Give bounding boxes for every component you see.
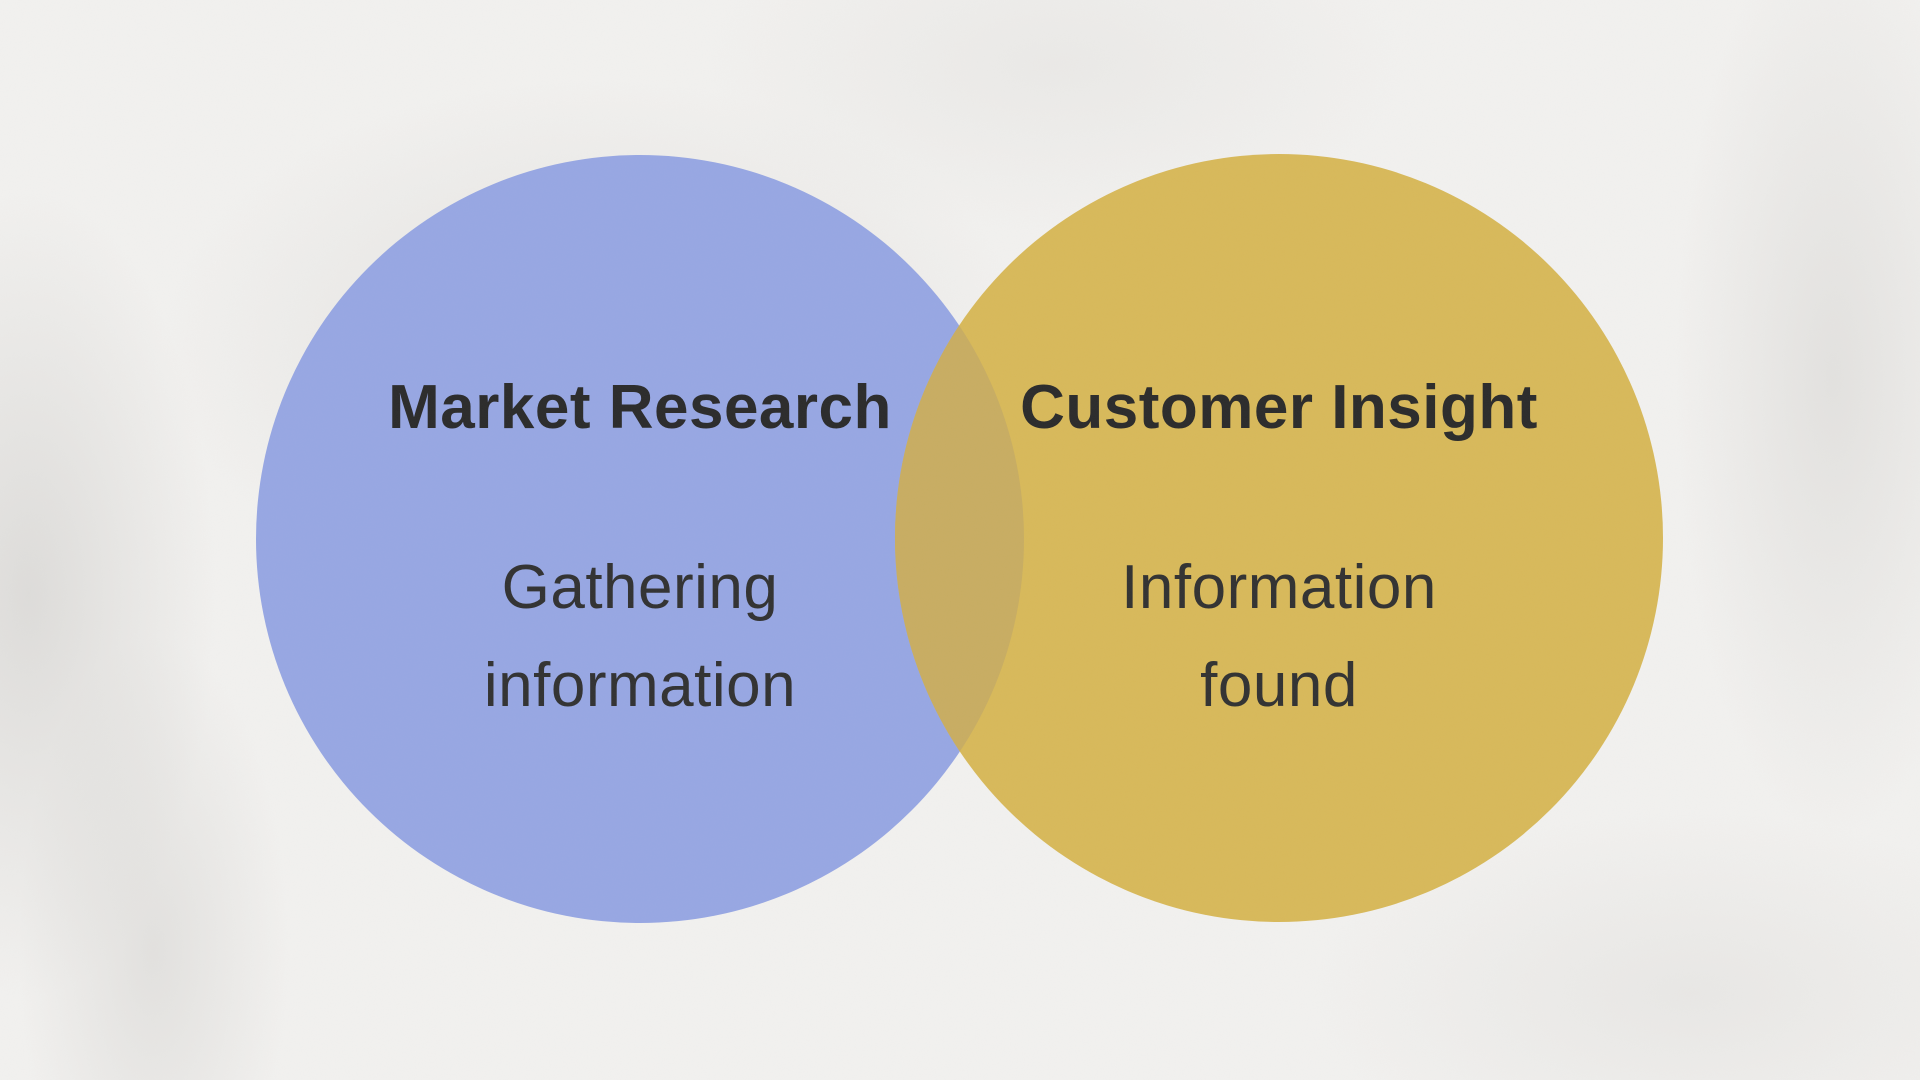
- venn-diagram: [256, 154, 1663, 923]
